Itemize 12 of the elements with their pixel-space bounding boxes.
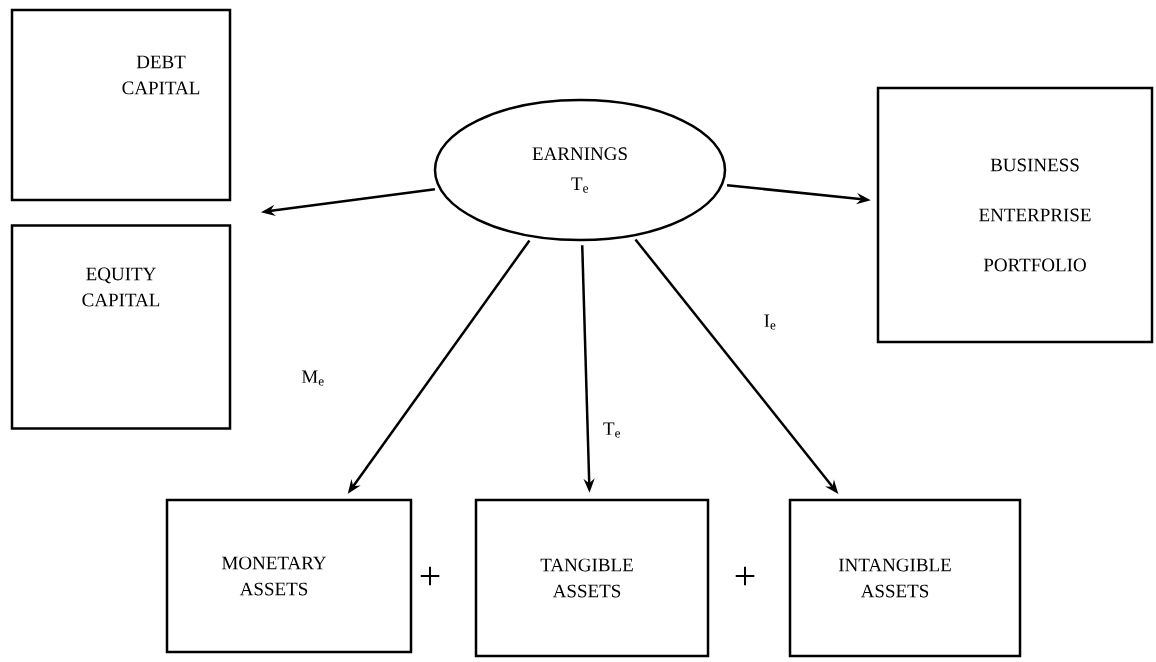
ellipse-node: EARNINGS T$_{e}$ — [433, 98, 727, 242]
edge-label: I$_{e}$ — [761, 312, 779, 332]
edge-label: T$_{e}$ — [601, 420, 623, 440]
plus-sign: + — [420, 566, 440, 586]
text-box: EQUITY CAPITAL — [10, 224, 232, 430]
plus-sign: + — [735, 566, 755, 586]
text-box: TANGIBLE ASSETS — [474, 498, 710, 658]
edge-label: M$_{e}$ — [299, 368, 327, 388]
text-box: MONETARY ASSETS — [165, 498, 413, 654]
text-box: INTANGIBLE ASSETS — [788, 498, 1022, 658]
text-box: BUSINESS ENTERPRISE PORTFOLIO — [876, 86, 1154, 344]
text-box: DEBT CAPITAL — [10, 8, 232, 202]
